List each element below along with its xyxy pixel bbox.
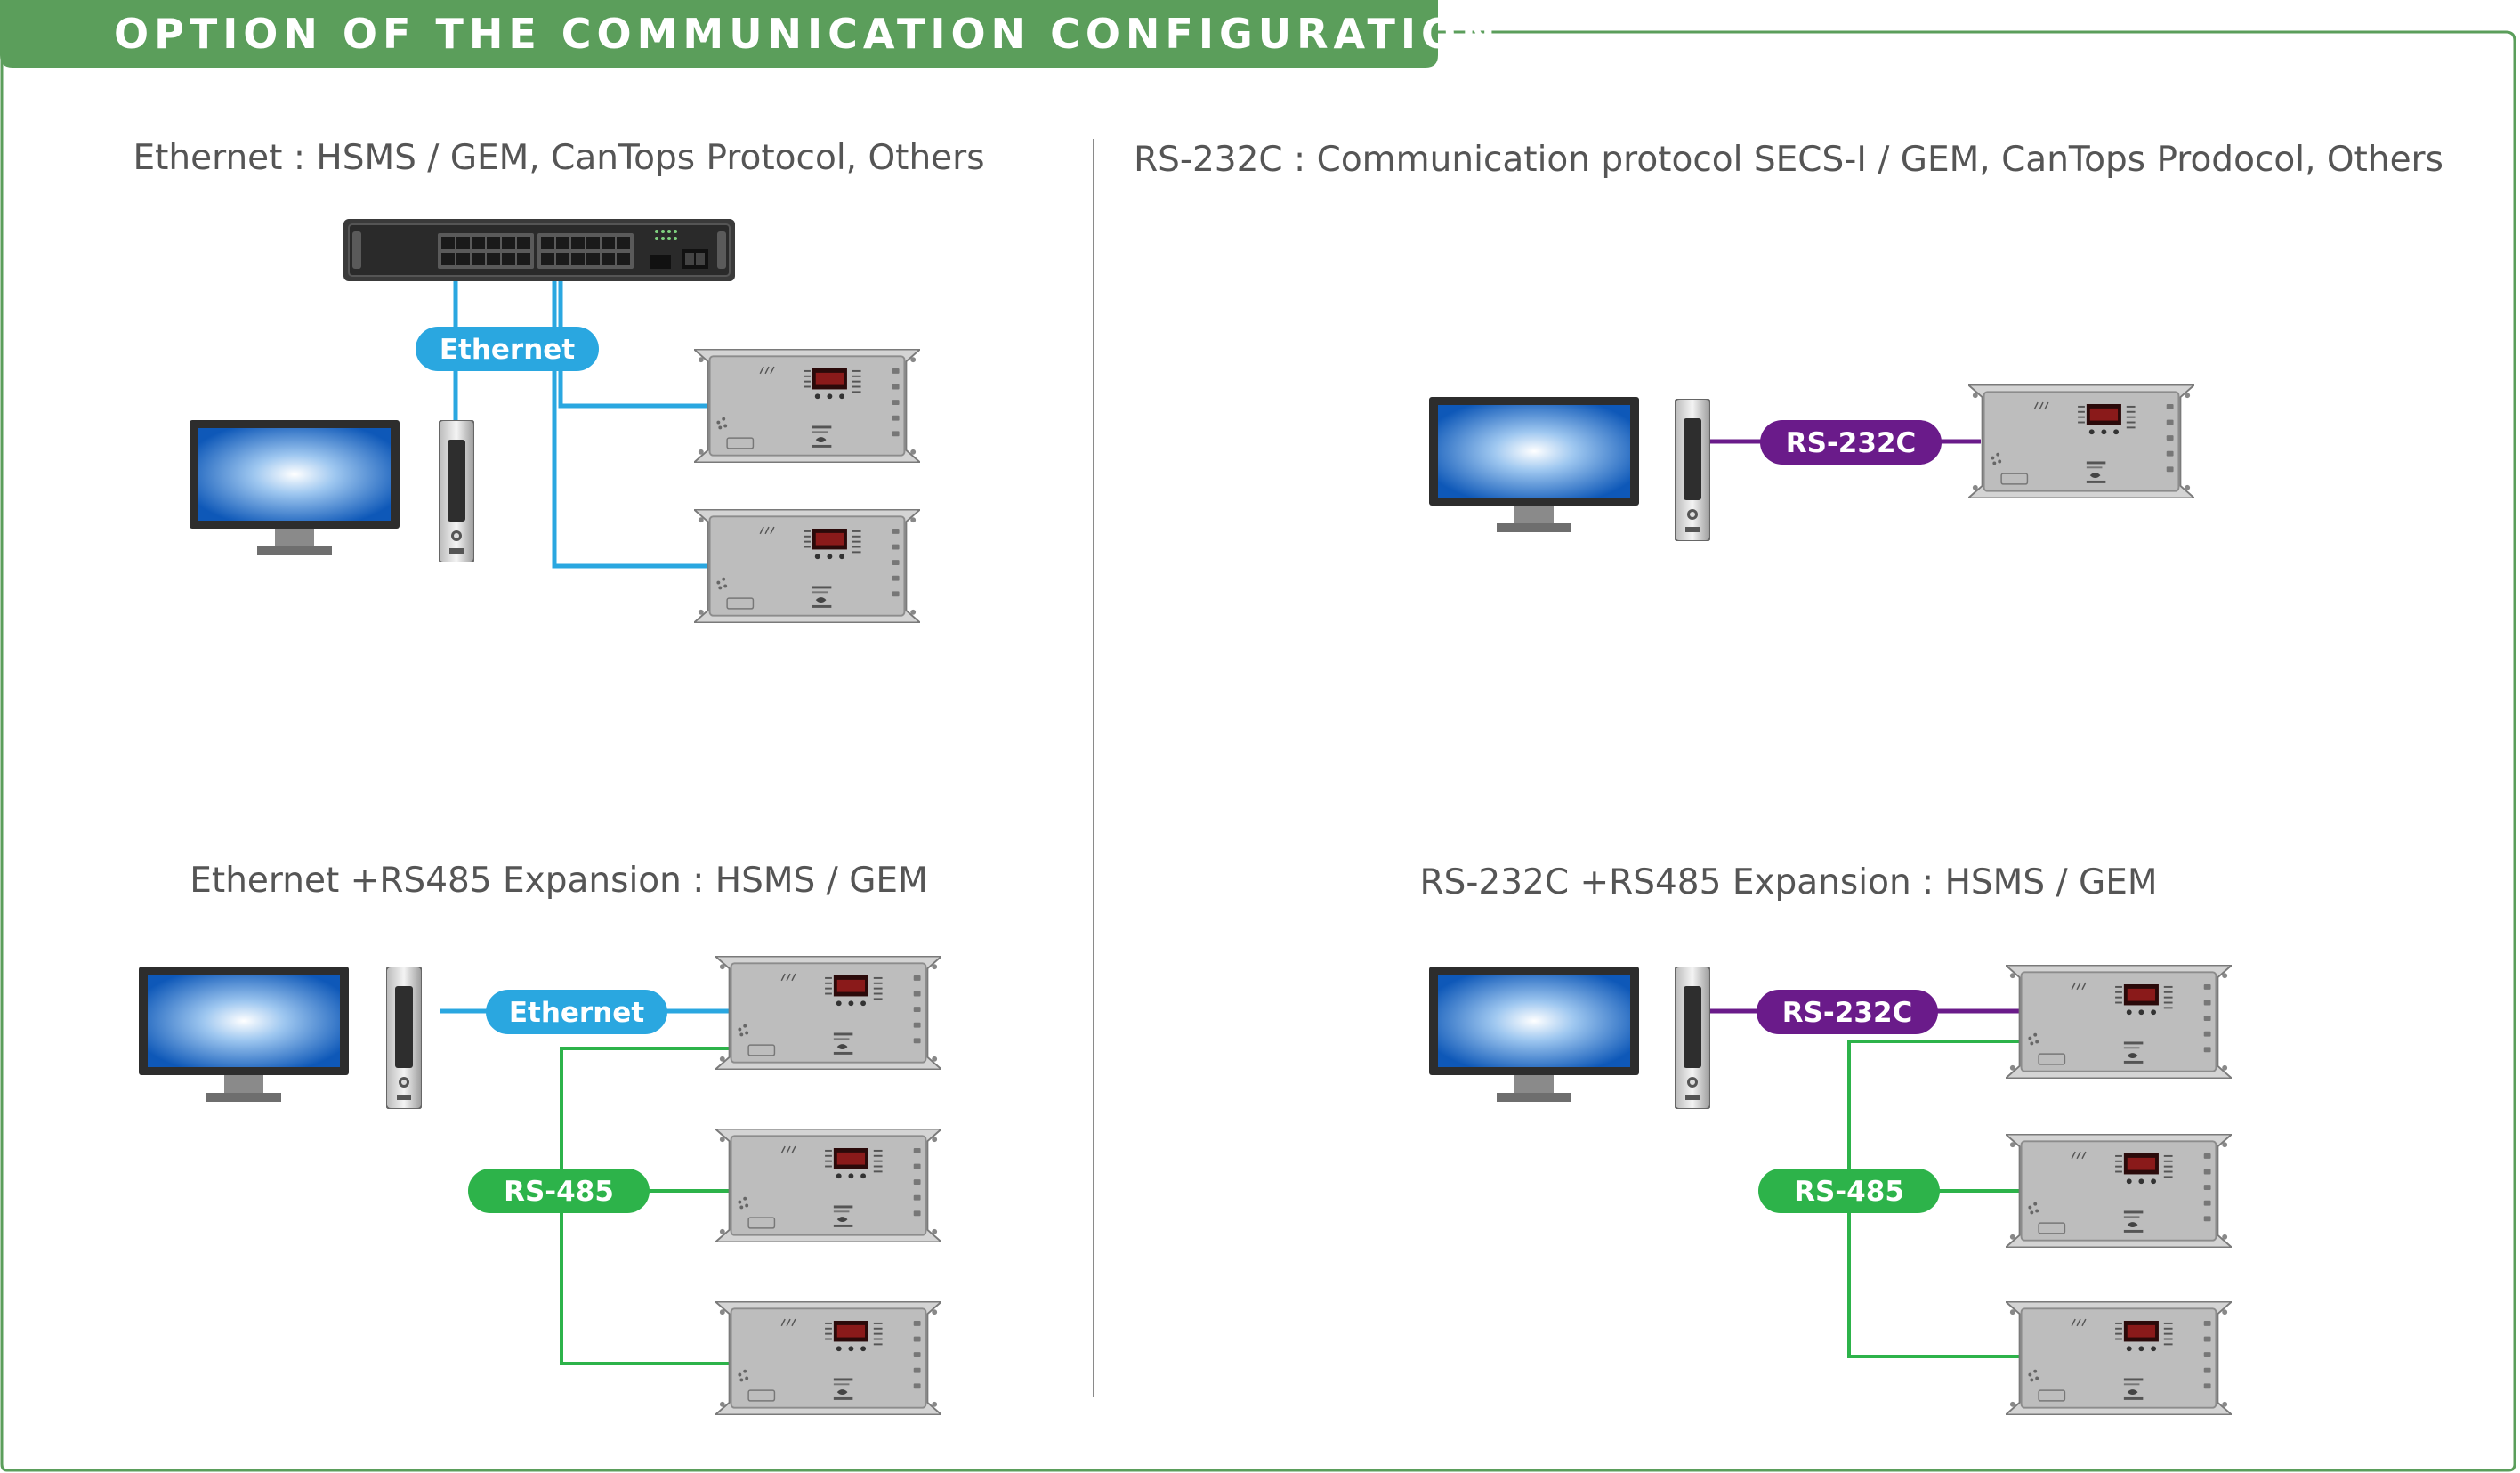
- rs232c-badge: [1760, 420, 1942, 465]
- header-title: OPTION OF THE COMMUNICATION CONFIGURATIO…: [114, 10, 1501, 58]
- network-switch-icon: [343, 219, 735, 281]
- ethernet-label: Ethernet: [509, 997, 644, 1029]
- pc-tower-icon: [386, 967, 422, 1109]
- ethernet-label: Ethernet: [440, 334, 575, 366]
- monitor-icon: [139, 967, 349, 1102]
- rs485-badge: [1758, 1169, 1940, 1213]
- rs232c-rs485-diagram: RS-232C RS-485: [1429, 965, 2232, 1415]
- pc-tower-icon: [1675, 967, 1710, 1109]
- rs485-label: RS-485: [1794, 1176, 1904, 1208]
- ethernet-diagram: Ethernet: [190, 219, 920, 623]
- monitor-icon: [1429, 967, 1639, 1102]
- ethernet-badge: [486, 990, 667, 1034]
- section-title-rs232c-rs485: RS-232C +RS485 Expansion : HSMS / GEM: [1419, 862, 2157, 902]
- rs232c-diagram: RS-232C: [1429, 384, 2194, 541]
- rs232c-label: RS-232C: [1782, 997, 1913, 1029]
- frame-border: [0, 30, 2516, 1472]
- rfid-reader-icon: [2006, 1301, 2232, 1415]
- rs232c-label: RS-232C: [1786, 427, 1917, 459]
- rs485-label: RS-485: [504, 1176, 614, 1208]
- pc-tower-icon: [1675, 399, 1710, 541]
- rfid-reader-icon: [694, 349, 920, 463]
- monitor-icon: [190, 420, 400, 555]
- rfid-reader-icon: [2006, 1134, 2232, 1248]
- ethernet-rs485-diagram: Ethernet RS-485: [139, 956, 941, 1415]
- rfid-reader-icon: [715, 1129, 941, 1242]
- rfid-reader-icon: [1968, 384, 2194, 498]
- pc-tower-icon: [439, 420, 474, 562]
- rfid-reader-icon: [715, 956, 941, 1070]
- monitor-icon: [1429, 397, 1639, 532]
- section-title-rs232c: RS-232C : Communication protocol SECS-I …: [1134, 140, 2443, 180]
- rs232c-badge: [1757, 990, 1938, 1034]
- rfid-reader-icon: [715, 1301, 941, 1415]
- rfid-reader-icon: [694, 509, 920, 623]
- header-bar: [0, 0, 1438, 68]
- rs485-badge: [468, 1169, 650, 1213]
- section-title-ethernet-rs485: Ethernet +RS485 Expansion : HSMS / GEM: [190, 861, 927, 901]
- rfid-reader-icon: [2006, 965, 2232, 1079]
- ethernet-cable: [453, 278, 707, 569]
- ethernet-badge: [416, 327, 599, 371]
- section-title-ethernet: Ethernet : HSMS / GEM, CanTops Protocol,…: [133, 138, 984, 178]
